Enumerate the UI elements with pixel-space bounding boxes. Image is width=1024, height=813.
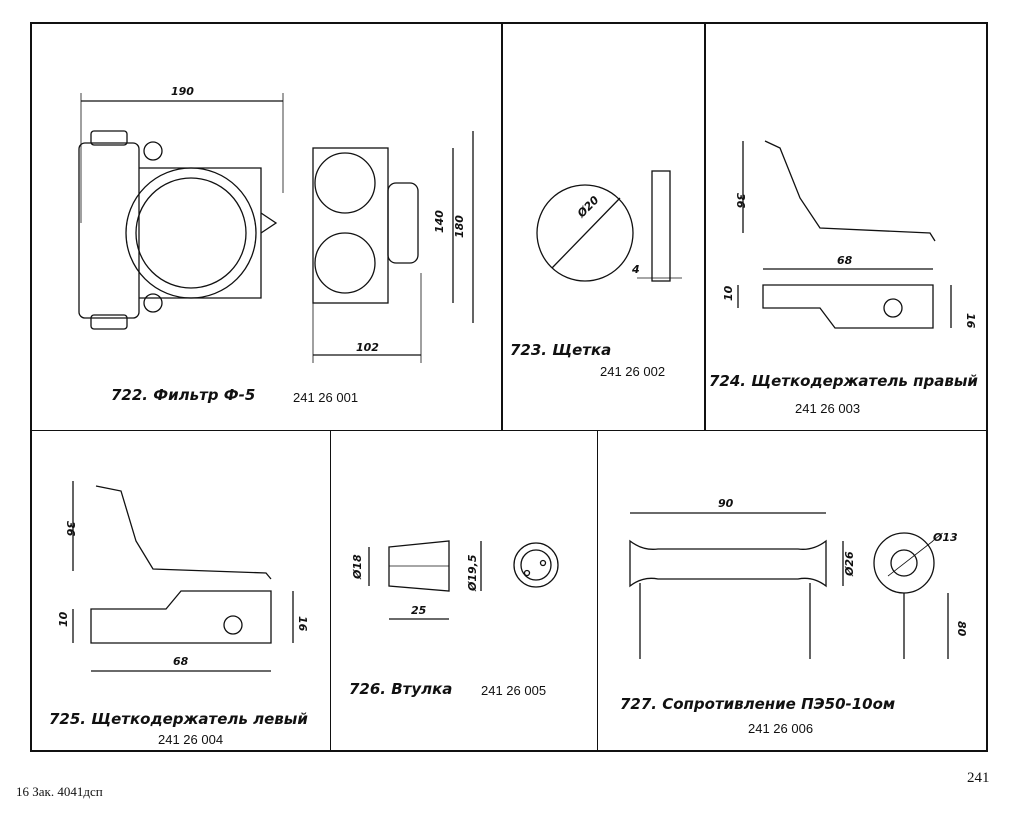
dim-190: 190	[171, 85, 194, 98]
item-724-title: 724. Щеткодержатель правый	[709, 372, 978, 390]
dim-90: 90	[718, 497, 734, 510]
resistor-drawing: 90 Ø26 Ø13 80	[629, 497, 968, 659]
dim-80: 80	[955, 621, 968, 637]
dim-140: 140	[433, 210, 446, 233]
dim-10: 10	[57, 611, 70, 627]
item-726-code: 241 26 005	[481, 683, 547, 698]
item-724-cell: 36 68 10 16 724. Щеткодержатель правый 2…	[704, 22, 988, 431]
left-holder-drawing: 36 10 16 68	[57, 481, 309, 672]
print-order-note: 16 Зак. 4041дсп	[16, 784, 103, 799]
item-726-title: 726. Втулка	[349, 680, 453, 698]
dim-16: 16	[964, 313, 977, 329]
dim-68: 68	[837, 254, 853, 267]
item-725-cell: 36 10 16 68 725. Щеткодержатель левый 24…	[30, 430, 331, 752]
item-727-title: 727. Сопротивление ПЭ50-10ом	[620, 695, 896, 713]
dim-d13: Ø13	[932, 531, 958, 544]
dim-102: 102	[356, 341, 379, 354]
item-723-cell: Ø20 4 723. Щетка 241 26 002	[501, 22, 706, 431]
item-723-title: 723. Щетка	[510, 341, 612, 359]
item-725-title: 725. Щеткодержатель левый	[49, 710, 308, 728]
dim-36: 36	[64, 521, 77, 537]
bushing-drawing: Ø18 Ø19,5 25	[351, 540, 559, 620]
item-722-code: 241 26 001	[293, 390, 359, 405]
item-724-code: 241 26 003	[795, 401, 861, 416]
page-number: 241	[967, 770, 990, 786]
filter-drawing: 190 140 180 102	[78, 85, 474, 363]
dim-d19-5: Ø19,5	[466, 554, 479, 592]
right-holder-drawing: 36 68 10 16	[722, 140, 977, 329]
dim-68: 68	[173, 655, 189, 668]
item-727-cell: 90 Ø26 Ø13 80 727. Сопротивление ПЭ50-10…	[597, 430, 988, 752]
brush-drawing: Ø20 4	[536, 170, 682, 282]
dim-d20: Ø20	[574, 193, 602, 221]
dim-16: 16	[296, 616, 309, 632]
dim-10: 10	[722, 285, 735, 301]
item-727-code: 241 26 006	[748, 721, 814, 736]
dim-25: 25	[411, 604, 427, 617]
item-722-cell: 190 140 180 102 722. Фильтр Ф-5 241 26 0…	[30, 22, 503, 431]
item-722-title: 722. Фильтр Ф-5	[111, 386, 256, 404]
item-725-code: 241 26 004	[158, 732, 224, 747]
dim-4: 4	[631, 263, 640, 276]
dim-d26: Ø26	[843, 551, 856, 577]
dim-d18: Ø18	[351, 554, 364, 580]
dim-180: 180	[453, 215, 466, 238]
item-723-code: 241 26 002	[600, 364, 666, 379]
dim-36: 36	[734, 193, 747, 209]
item-726-cell: Ø18 Ø19,5 25 726. Втулка 241 26 005	[330, 430, 598, 752]
